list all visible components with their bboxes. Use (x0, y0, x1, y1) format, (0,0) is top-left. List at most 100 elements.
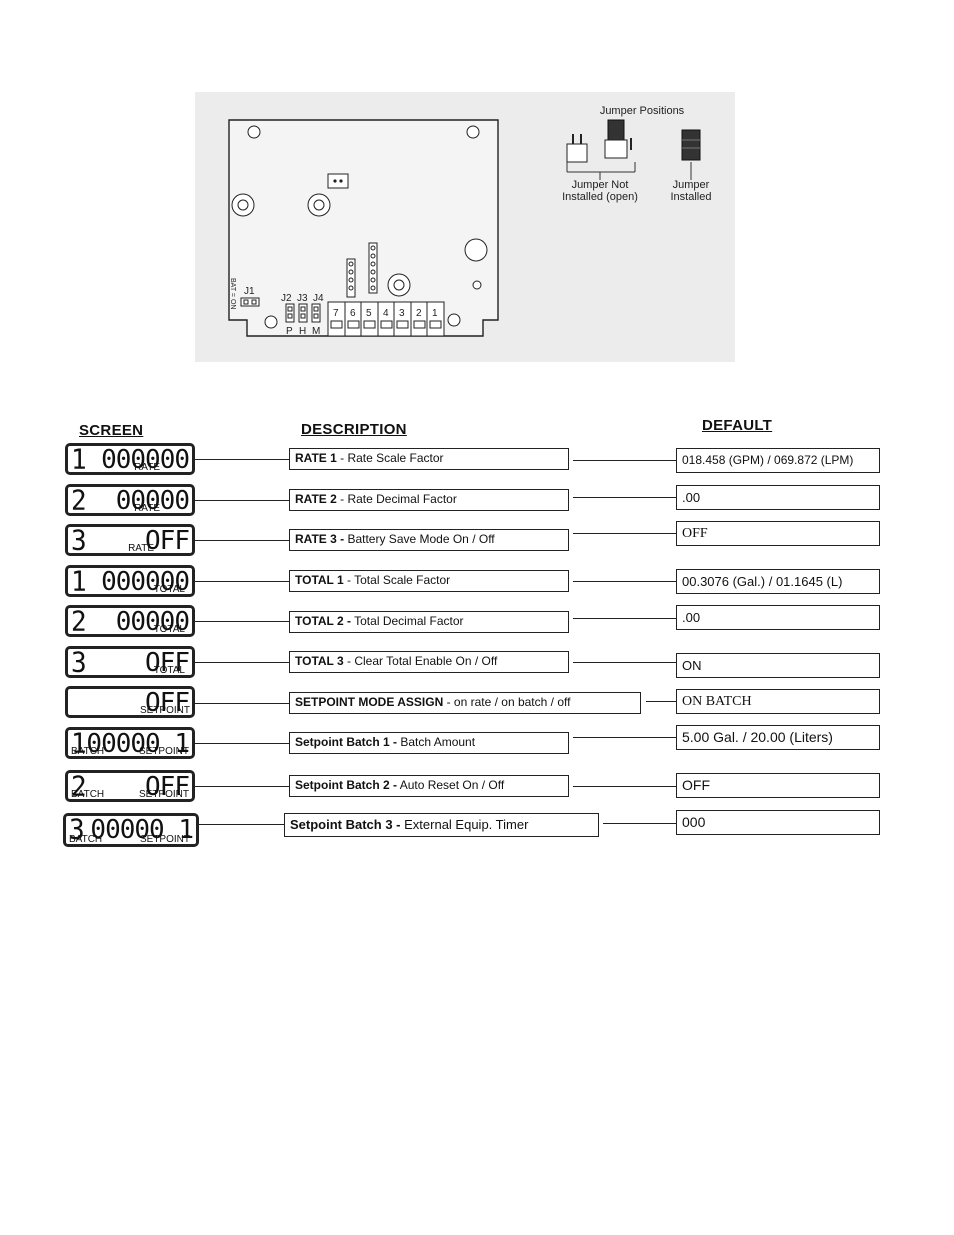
mount-hole (247, 125, 261, 139)
lcd-value: 000000 (101, 445, 190, 475)
desc-bold: RATE 2 (295, 492, 337, 506)
description-box: Setpoint Batch 3 - External Equip. Timer (284, 813, 599, 837)
default-box: ON BATCH (676, 689, 880, 714)
lcd-tag: SETPOINT (138, 746, 189, 757)
description-box: RATE 2 - Rate Decimal Factor (289, 489, 569, 511)
lcd-screen: 1 000000 RATE (65, 443, 195, 475)
desc-text: - Rate Decimal Factor (336, 492, 457, 506)
description-box: RATE 1 - Rate Scale Factor (289, 448, 569, 470)
lcd-tag: TOTAL (153, 665, 185, 676)
connector-line (199, 824, 284, 825)
jumper-open-icon (566, 119, 632, 163)
lcd-screen: OFF SETPOINT (65, 686, 195, 718)
connector-line (603, 823, 676, 824)
terminal-label: 2 (416, 308, 422, 319)
lcd-digit: 1 (71, 444, 87, 476)
default-box: .00 (676, 485, 880, 510)
terminal-block (327, 301, 445, 337)
lcd-tag: RATE (134, 503, 160, 514)
board-outline (228, 119, 499, 337)
lcd-value: 00000 (115, 486, 190, 516)
connector-line (195, 540, 289, 541)
description-box: TOTAL 2 - Total Decimal Factor (289, 611, 569, 633)
j3-label: J3 (297, 293, 308, 304)
connector-line (195, 743, 289, 744)
j1-label: J1 (244, 286, 255, 297)
lcd-tag: SETPOINT (139, 834, 190, 845)
screen-header: SCREEN (79, 422, 144, 439)
lcd-screen: 3 OFF TOTAL (65, 646, 195, 678)
description-box: RATE 3 - Battery Save Mode On / Off (289, 529, 569, 551)
lcd-value: OFF (145, 648, 190, 678)
default-box: OFF (676, 773, 880, 798)
lcd-value: 00000 1 (86, 729, 190, 759)
connector-line (573, 786, 676, 787)
desc-text: - Rate Scale Factor (336, 451, 444, 465)
connector-line (195, 459, 289, 460)
desc-bold: Setpoint Batch 1 - (295, 735, 398, 749)
terminal-label: 6 (350, 308, 356, 319)
desc-text: Total Decimal Factor (351, 614, 464, 628)
desc-text: External Equip. Timer (400, 817, 529, 832)
jumper-positions-title: Jumper Positions (600, 105, 685, 117)
mount-hole (466, 125, 480, 139)
connector-line (195, 581, 289, 582)
description-box: TOTAL 3 - Clear Total Enable On / Off (289, 651, 569, 673)
lcd-tag: SETPOINT (139, 705, 190, 716)
lcd-value: OFF (145, 526, 190, 556)
lcd-digit: 1 (71, 566, 87, 598)
connector-line (573, 737, 676, 738)
jumper-installed-icon (681, 129, 701, 161)
connector-line (573, 581, 676, 582)
lcd-screen: 1 00000 1 BATCH SETPOINT (65, 727, 195, 759)
lcd-digit: 3 (69, 814, 85, 846)
jumper-installed-line2: Installed (671, 191, 712, 203)
connector-line (573, 662, 676, 663)
desc-bold: RATE 3 - (295, 532, 345, 546)
desc-text: - Clear Total Enable On / Off (343, 654, 498, 668)
lcd-value: OFF (145, 772, 190, 802)
lcd-value: 000000 (101, 567, 190, 597)
desc-bold: RATE 1 (295, 451, 337, 465)
lcd-digit: 2 (71, 606, 87, 638)
terminal-label: 4 (383, 308, 389, 319)
desc-text: Battery Save Mode On / Off (344, 532, 495, 546)
default-box: OFF (676, 521, 880, 546)
j2-label: J2 (281, 293, 292, 304)
description-header: DESCRIPTION (301, 421, 407, 438)
mount-hole (447, 313, 461, 327)
desc-text: - Total Scale Factor (343, 573, 451, 587)
lcd-value: 00000 (115, 607, 190, 637)
bat-label: BAT = ON (229, 278, 236, 309)
connector-line (573, 533, 676, 534)
lcd-tag-left: BATCH (69, 834, 103, 845)
desc-bold: Setpoint Batch 3 - (290, 817, 401, 832)
board-diagram: Jumper Positions Jumper Not Installed (o… (228, 105, 712, 337)
terminal-label: 5 (366, 308, 372, 319)
description-box: TOTAL 1 - Total Scale Factor (289, 570, 569, 592)
p-label: P (286, 326, 293, 337)
default-header: DEFAULT (702, 417, 773, 434)
lcd-screen: 2 00000 TOTAL (65, 605, 195, 637)
lcd-tag: SETPOINT (138, 789, 189, 800)
lcd-screen: 2 00000 RATE (65, 484, 195, 516)
description-box: SETPOINT MODE ASSIGN - on rate / on batc… (289, 692, 641, 714)
lcd-digit: 1 (71, 728, 87, 760)
desc-text: - on rate / on batch / off (443, 695, 571, 709)
desc-bold: Setpoint Batch 2 - (295, 778, 398, 792)
lcd-digit: 3 (71, 525, 87, 557)
connector-line (573, 460, 676, 461)
default-box: .00 (676, 605, 880, 630)
lcd-tag: RATE (134, 462, 160, 473)
connector-line (195, 500, 289, 501)
lcd-tag: RATE (128, 543, 154, 554)
connector-line (195, 621, 289, 622)
circuit-board-figure: Jumper Positions Jumper Not Installed (o… (195, 92, 735, 362)
lcd-screen: 3 00000 1 BATCH SETPOINT (63, 813, 199, 847)
connector-line (573, 618, 676, 619)
terminal-label: 7 (333, 308, 339, 319)
default-box: 000 (676, 810, 880, 835)
terminal-label: 1 (432, 308, 438, 319)
description-box: Setpoint Batch 2 - Auto Reset On / Off (289, 775, 569, 797)
default-box: ON (676, 653, 880, 678)
